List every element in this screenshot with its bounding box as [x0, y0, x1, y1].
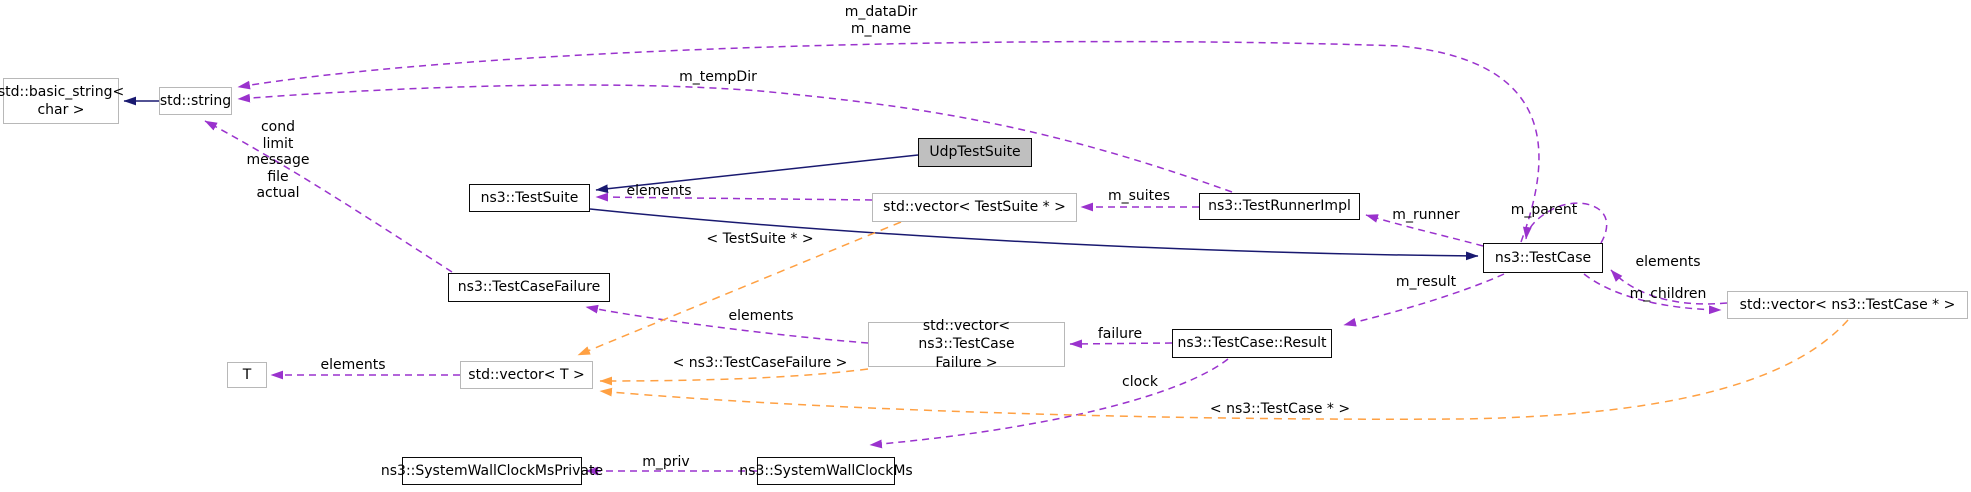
node-std-basic-string[interactable]: std::basic_string< char >: [0, 78, 124, 124]
node-std-vector-t[interactable]: std::vector< T >: [460, 361, 593, 389]
edge-elements-testcase: [1610, 269, 1728, 305]
edge-elements-testcasefailure: [585, 304, 869, 344]
edge-clock: [869, 358, 1229, 449]
node-std-string[interactable]: std::string: [159, 87, 232, 115]
node-ns3-testcase-result[interactable]: ns3::TestCase::Result: [1172, 329, 1332, 358]
node-std-vector-testsuite-ptr[interactable]: std::vector< TestSuite * >: [872, 193, 1077, 222]
edge-m-tempdir: [237, 84, 1233, 193]
edge-template-testcase-ptr: [599, 319, 1849, 420]
node-ns3-testcase[interactable]: ns3::TestCase: [1483, 243, 1603, 273]
edge-failure: [1069, 339, 1173, 349]
node-ns3-testrunnerimpl[interactable]: ns3::TestRunnerImpl: [1199, 193, 1360, 220]
node-ns3-systemwallclockms[interactable]: ns3::SystemWallClockMs: [739, 457, 913, 485]
node-t[interactable]: T: [227, 362, 267, 388]
edge-m-result: [1343, 273, 1505, 327]
node-ns3-testsuite[interactable]: ns3::TestSuite: [469, 184, 590, 212]
edge-testsuite-inherits-testcase: [589, 208, 1479, 261]
node-udp-test-suite[interactable]: UdpTestSuite: [918, 138, 1032, 167]
node-std-vector-ns3-testcase-ptr[interactable]: std::vector< ns3::TestCase * >: [1727, 291, 1968, 319]
edge-template-testcasefailure: [599, 368, 869, 386]
edge-m-parent-self-loop: [1522, 202, 1608, 244]
edge-m-runner: [1365, 214, 1484, 247]
node-std-vector-ns3-testcasefailure[interactable]: std::vector< ns3::TestCase Failure >: [868, 318, 1065, 371]
edge-m-datadir-m-name: [237, 40, 1540, 243]
node-ns3-systemwallclockmsprivate[interactable]: ns3::SystemWallClockMsPrivate: [381, 457, 603, 485]
edge-template-testsuite-ptr: [577, 221, 902, 356]
edge-elements-testsuite: [595, 192, 873, 202]
edge-udptestsuite-inherits-testsuite: [595, 154, 919, 194]
edge-m-children: [1583, 273, 1722, 315]
edge-condition-strings: [204, 120, 453, 273]
node-ns3-testcasefailure[interactable]: ns3::TestCaseFailure: [448, 273, 610, 302]
